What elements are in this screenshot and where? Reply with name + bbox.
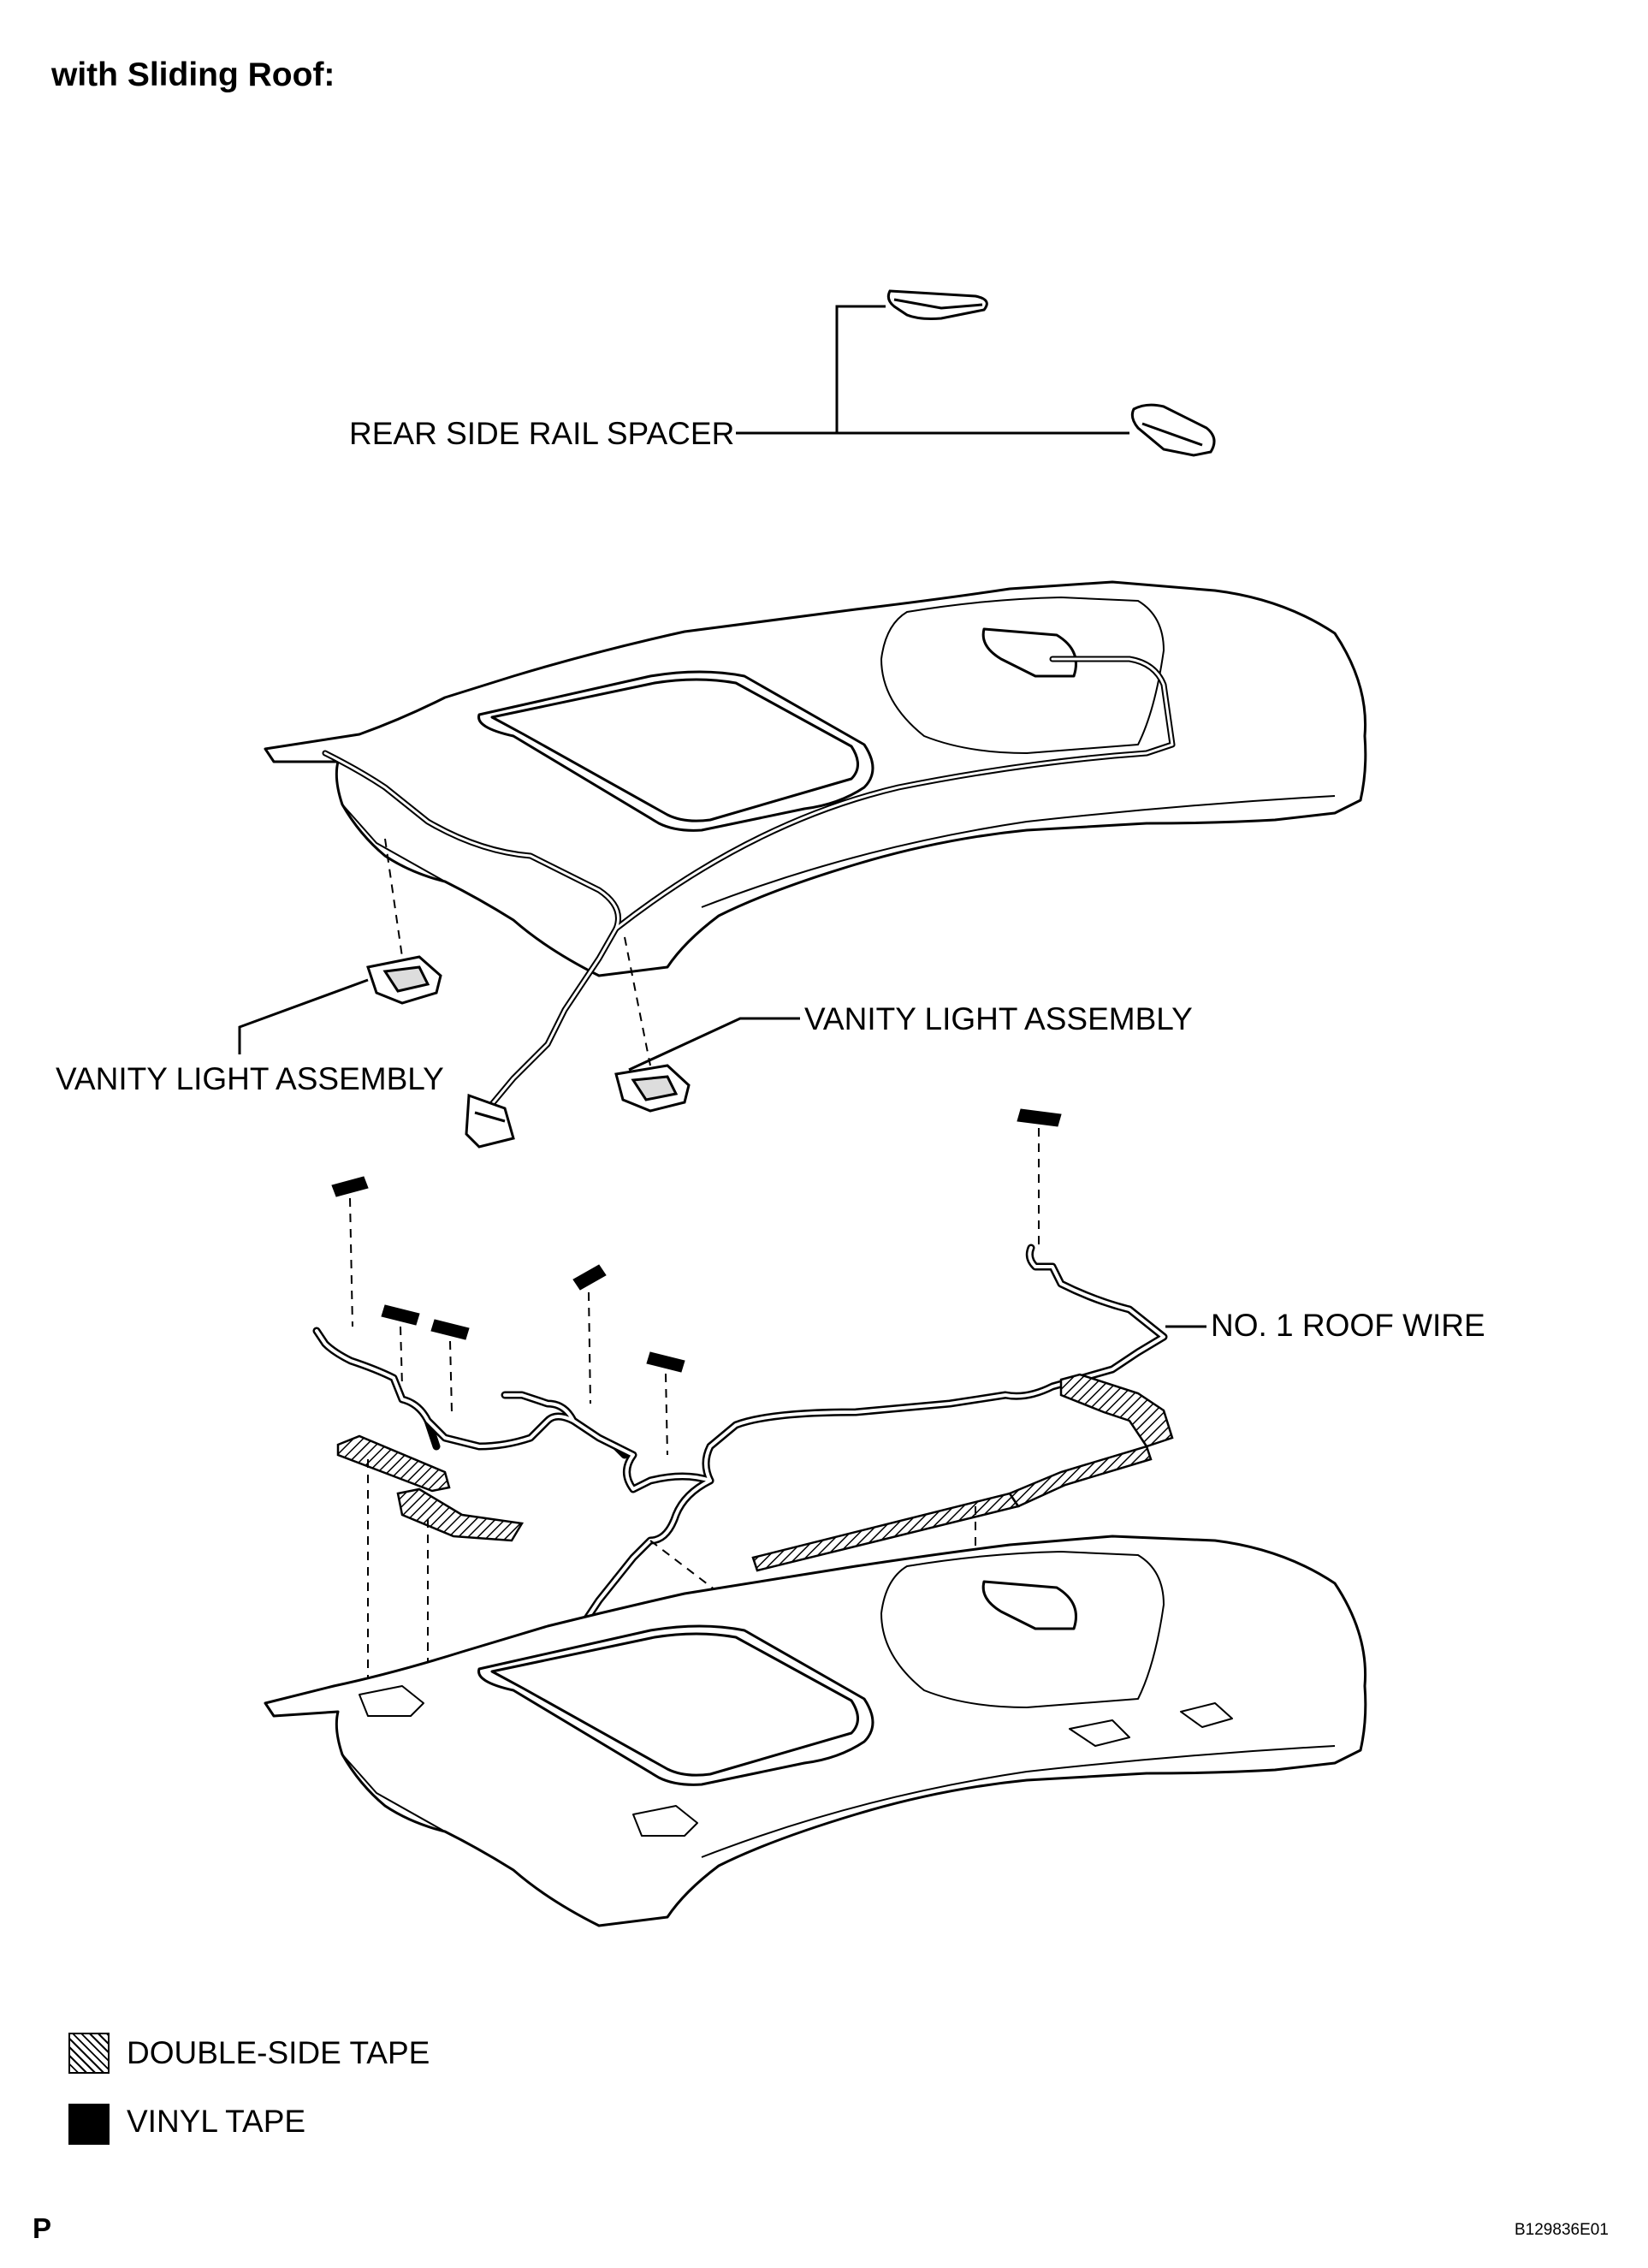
label-rear-side-rail-spacer: REAR SIDE RAIL SPACER (349, 416, 735, 451)
vanity-light-right (614, 1064, 691, 1113)
upper-harness-connector (465, 1093, 515, 1149)
double-side-tape-pieces (336, 1373, 1174, 1572)
upper-harness-inner (323, 657, 1174, 1106)
legend-label-vinyl-tape: VINYL TAPE (127, 2104, 306, 2139)
page-title: with Sliding Roof: (51, 56, 335, 93)
legend-swatch-double-side-tape (68, 2033, 110, 2074)
label-roof-wire: NO. 1 ROOF WIRE (1211, 1308, 1485, 1343)
legend-swatch-vinyl-tape (68, 2104, 110, 2145)
label-vanity-light-left: VANITY LIGHT ASSEMBLY (56, 1061, 444, 1096)
legend-label-double-side-tape: DOUBLE-SIDE TAPE (127, 2035, 430, 2070)
upper-dashed-guides (384, 838, 651, 1066)
figure-code: B129836E01 (1515, 2221, 1609, 2239)
upper-headliner (264, 580, 1367, 977)
tape-dashed-guides (349, 1128, 1040, 1456)
vanity-light-left (366, 955, 442, 1005)
rear-side-rail-spacer-upper (886, 289, 988, 320)
label-vanity-light-right: VANITY LIGHT ASSEMBLY (804, 1001, 1193, 1036)
vinyl-tape-pieces (331, 1108, 1062, 1630)
lower-headliner (264, 1535, 1367, 1927)
vanity-light-leaders (238, 978, 800, 1072)
rear-side-rail-spacer-lower (1130, 403, 1216, 457)
spacer-leaders (736, 305, 1129, 435)
page-marker-left: P (33, 2212, 52, 2244)
